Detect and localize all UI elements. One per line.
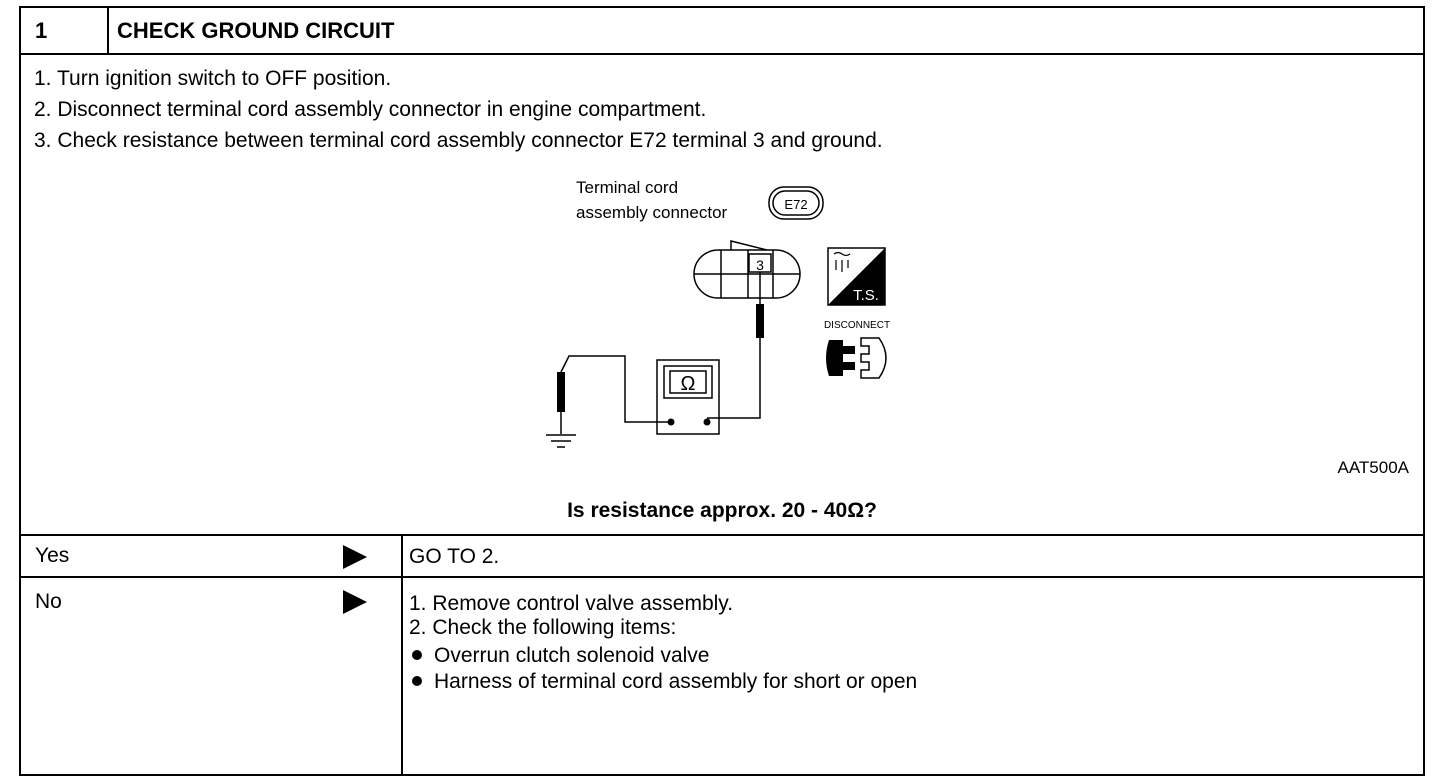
no-step: 2. Check the following items: [409,616,677,639]
yes-result: GO TO 2. [409,545,500,568]
ts-label: T.S. [853,287,879,304]
disconnect-label: DISCONNECT [824,320,890,331]
instruction-step: 3. Check resistance between terminal cor… [34,129,883,152]
figure-id: AAT500A [1337,458,1409,477]
connector-label-line2: assembly connector [576,203,728,222]
column-divider [401,534,403,774]
disconnect-icon [826,337,887,379]
check-item-text: Overrun clutch solenoid valve [434,644,710,667]
connector-icon [693,240,801,299]
check-item: Overrun clutch solenoid valve [409,645,917,666]
instruction-list: 1. Turn ignition switch to OFF position.… [34,63,883,156]
step-number: 1 [21,8,109,53]
instruction-step: 1. Turn ignition switch to OFF position. [34,67,392,90]
no-step: 1. Remove control valve assembly. [409,592,734,615]
probe-left-icon [557,355,671,434]
terminal-number: 3 [756,257,764,273]
check-item-text: Harness of terminal cord assembly for sh… [434,670,918,693]
question-text: Is resistance approx. 20 - 40Ω? [567,499,877,522]
connector-label-line1: Terminal cord [576,178,678,197]
ohmmeter-icon [656,359,720,435]
yes-label: Yes [35,544,70,567]
procedure-table: 1 CHECK GROUND CIRCUIT 1. Turn ignition … [19,6,1425,776]
bullet-icon [412,650,422,661]
no-label: No [35,590,62,613]
no-arrow-icon [343,590,367,614]
ts-badge-icon [827,247,886,306]
yes-arrow-icon [343,545,367,569]
connector-id-text: E72 [784,197,807,212]
yes-row: Yes GO TO 2. [21,534,1423,578]
ohm-symbol: Ω [681,373,696,395]
no-row: No 1. Remove control valve assembly. 2. … [21,578,1423,774]
no-action-list: 1. Remove control valve assembly. 2. Che… [409,592,917,692]
bullet-icon [412,676,422,687]
step-title: CHECK GROUND CIRCUIT [117,18,395,43]
instruction-step: 2. Disconnect terminal cord assembly con… [34,98,707,121]
ground-icon [546,434,576,448]
circuit-diagram: Terminal cord assembly connector E72 3 [546,178,890,448]
probe-right-icon [707,272,764,419]
step-header: 1 CHECK GROUND CIRCUIT [21,8,1423,55]
connector-id-badge: E72 [768,186,824,220]
check-item: Harness of terminal cord assembly for sh… [409,671,917,692]
